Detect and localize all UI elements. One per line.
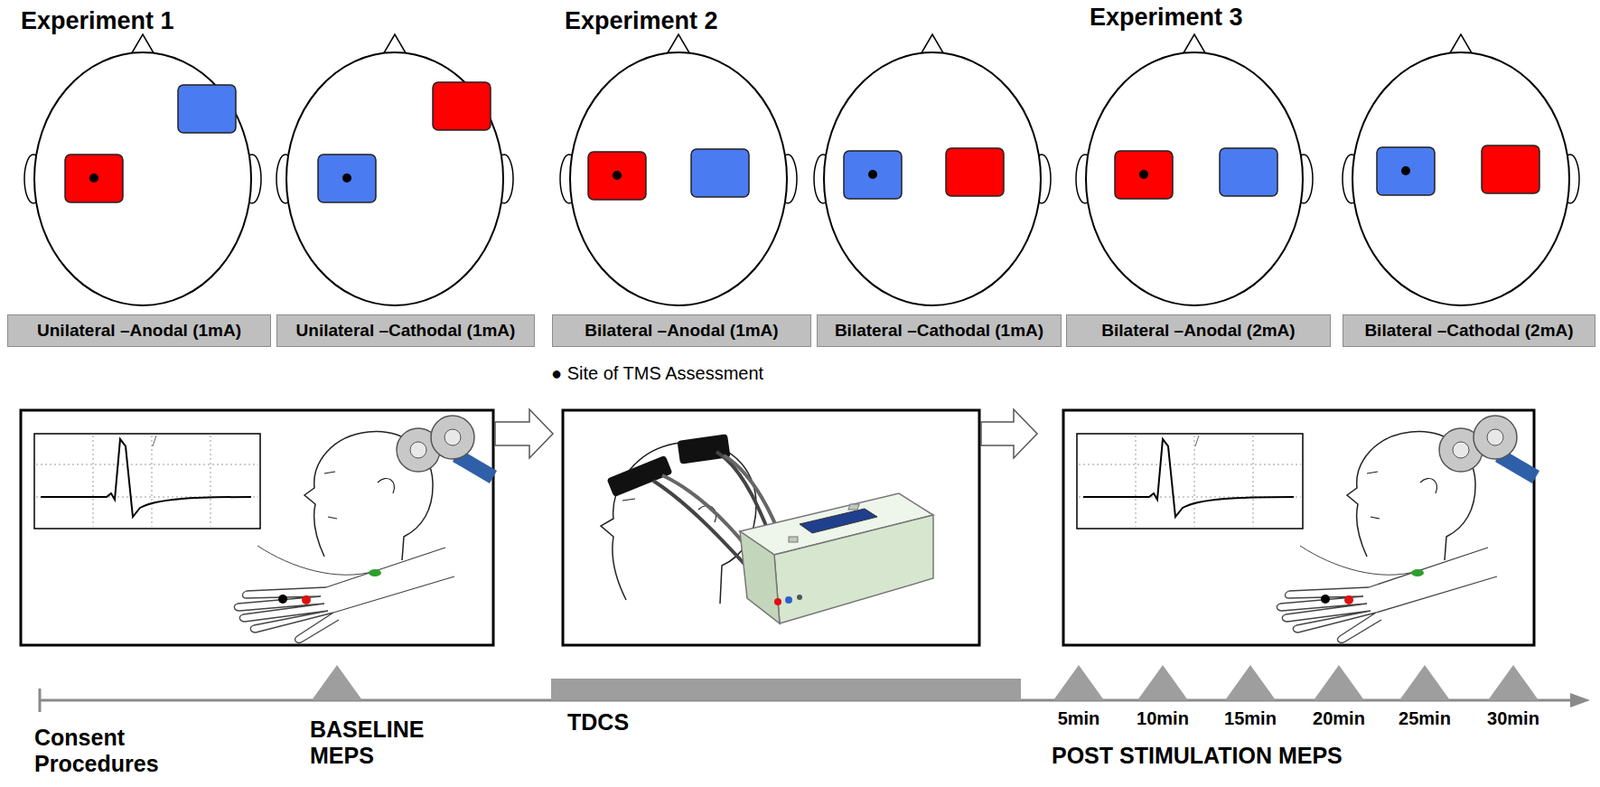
head-diagram [814, 34, 1051, 306]
step-arrow [495, 409, 553, 459]
timeline-label: POST STIMULATION MEPS [1051, 742, 1343, 769]
timeline [1313, 664, 1365, 701]
timeline [311, 664, 363, 701]
tdcs-illustration [774, 514, 934, 624]
head-diagram [318, 154, 376, 203]
time-point: 10min [1136, 708, 1189, 730]
timeline [1137, 664, 1189, 701]
timeline [1053, 664, 1105, 701]
legend-note: ● Site of TMS Assessment [551, 363, 764, 384]
time-point: 5min [1057, 708, 1101, 730]
condition-label: Bilateral –Anodal (2mA) [1101, 320, 1295, 341]
head-diagram [612, 170, 622, 180]
head-diagram [276, 34, 514, 306]
procedure-panels [20, 410, 494, 646]
head-diagram [1114, 150, 1173, 199]
time-point: 15min [1224, 708, 1277, 730]
step-arrow [981, 409, 1038, 459]
head-diagram [814, 34, 1051, 306]
tdcs-illustration [622, 498, 636, 501]
head-diagram [1481, 145, 1540, 194]
tdcs-illustration [676, 433, 730, 465]
procedure-panels [562, 410, 980, 646]
tdcs-illustration [799, 508, 878, 534]
timeline-label: BASELINE MEPS [309, 716, 464, 769]
time-point: 30min [1487, 708, 1540, 730]
condition-label-box: Bilateral –Cathodal (1mA) [816, 314, 1062, 347]
procedure-panels [20, 409, 1536, 646]
head-diagram [276, 34, 514, 306]
head-diagrams [24, 34, 1580, 306]
experiment-title: Experiment 2 [564, 7, 719, 36]
head-diagram [868, 169, 878, 179]
head-diagram [89, 173, 99, 183]
head-diagram [1139, 169, 1149, 179]
experiment-title: Experiment 1 [20, 7, 175, 36]
tdcs-illustration [848, 504, 860, 510]
condition-label: Bilateral –Cathodal (1mA) [834, 320, 1044, 341]
head-diagram [24, 34, 262, 306]
head-diagram [342, 173, 352, 183]
tdcs-illustration [774, 598, 782, 606]
head-diagram [24, 34, 262, 306]
head-diagram [65, 154, 123, 203]
timeline [1487, 664, 1539, 701]
tdcs-illustration [739, 531, 780, 624]
condition-label-box: Unilateral –Anodal (1mA) [7, 314, 272, 347]
head-diagram [177, 84, 236, 133]
head-diagram [945, 148, 1004, 197]
head-diagram [1401, 166, 1411, 176]
head-diagram [1076, 34, 1313, 306]
condition-label-box: Bilateral –Anodal (1mA) [552, 314, 812, 347]
head-diagram [1342, 34, 1580, 306]
timeline [1225, 664, 1276, 701]
condition-label: Bilateral –Cathodal (2mA) [1364, 320, 1573, 341]
tdcs-illustration [600, 433, 934, 624]
tdcs-illustration [785, 596, 793, 604]
tdcs-illustration [788, 536, 798, 543]
head-diagram [691, 149, 749, 197]
head-diagram [560, 34, 797, 306]
condition-label-box: Unilateral –Cathodal (1mA) [276, 314, 535, 347]
timeline [38, 688, 42, 712]
timeline [551, 678, 1021, 701]
timeline [1399, 664, 1451, 701]
time-point: 20min [1312, 708, 1366, 730]
condition-label: Bilateral –Anodal (1mA) [584, 320, 778, 341]
tdcs-illustration [796, 594, 803, 600]
procedure-panels [34, 415, 494, 643]
timeline-label: TDCS [567, 709, 629, 736]
head-diagram [843, 150, 902, 199]
head-diagram [1342, 34, 1580, 306]
head-diagram [432, 82, 491, 131]
head-diagram [1219, 148, 1278, 197]
condition-label: Unilateral –Anodal (1mA) [37, 320, 242, 341]
timeline [1570, 692, 1591, 708]
procedure-panels [1076, 415, 1536, 643]
timeline-label: Consent Procedures [34, 724, 188, 777]
experiment-title: Experiment 3 [1089, 3, 1244, 32]
condition-label: Unilateral –Cathodal (1mA) [296, 320, 516, 341]
condition-label-box: Bilateral –Cathodal (2mA) [1342, 314, 1596, 347]
head-diagram [1376, 147, 1435, 196]
head-diagram [1076, 34, 1313, 306]
timeline [38, 664, 1591, 712]
condition-label-box: Bilateral –Anodal (2mA) [1066, 314, 1331, 347]
time-point: 25min [1398, 708, 1451, 730]
head-diagram [560, 34, 797, 306]
head-diagram [588, 151, 646, 200]
